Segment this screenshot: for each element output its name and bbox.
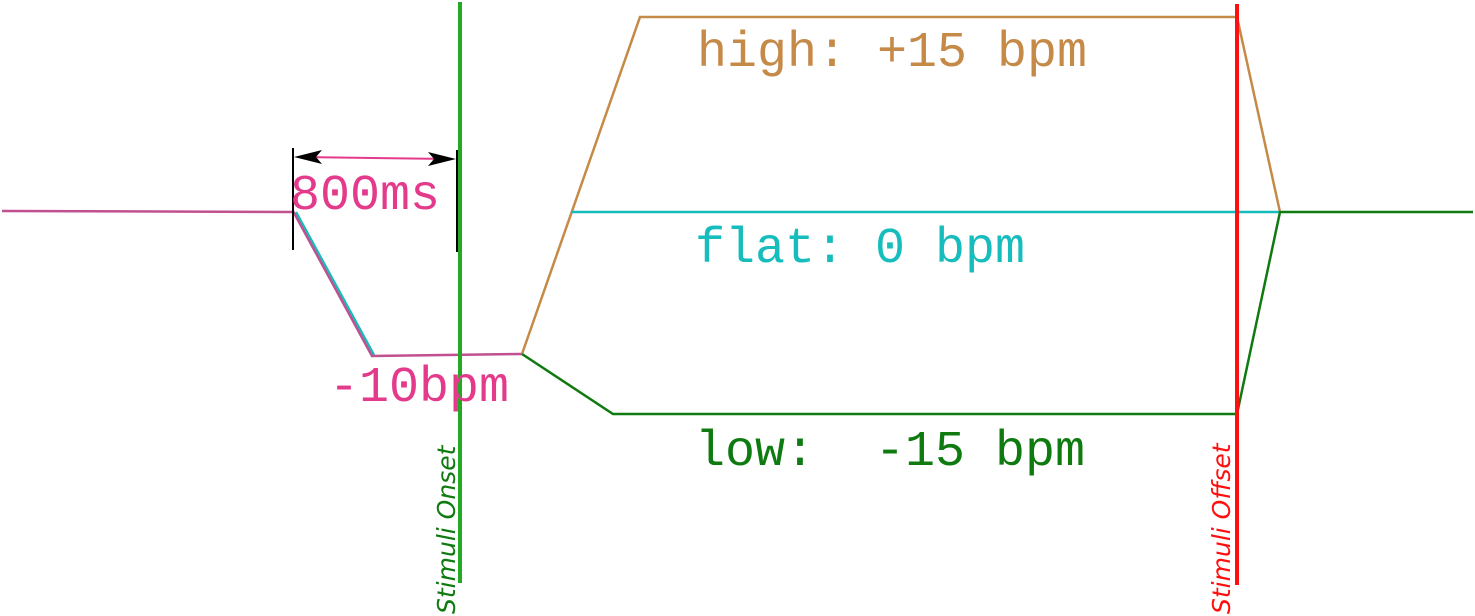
drop-shadow-line [294, 211, 376, 356]
high-condition-label: high: +15 bpm [697, 25, 1087, 82]
stimuli-onset-label: Stimuli Onset [432, 444, 461, 614]
drop-line [291, 210, 523, 358]
baseline-line [1, 209, 294, 214]
interval-label: 800ms [290, 168, 440, 225]
stimuli-offset-label: Stimuli Offset [1207, 442, 1236, 614]
low-condition-label: low: -15 bpm [695, 424, 1085, 481]
dimension-right-arrowhead [428, 152, 456, 166]
high-condition-line [520, 15, 1282, 355]
dimension-arrow-line [299, 156, 451, 160]
pre-drop-label: -10bpm [329, 360, 509, 417]
dimension-left-arrowhead [294, 150, 322, 164]
flat-condition-label: flat: 0 bpm [695, 221, 1025, 278]
